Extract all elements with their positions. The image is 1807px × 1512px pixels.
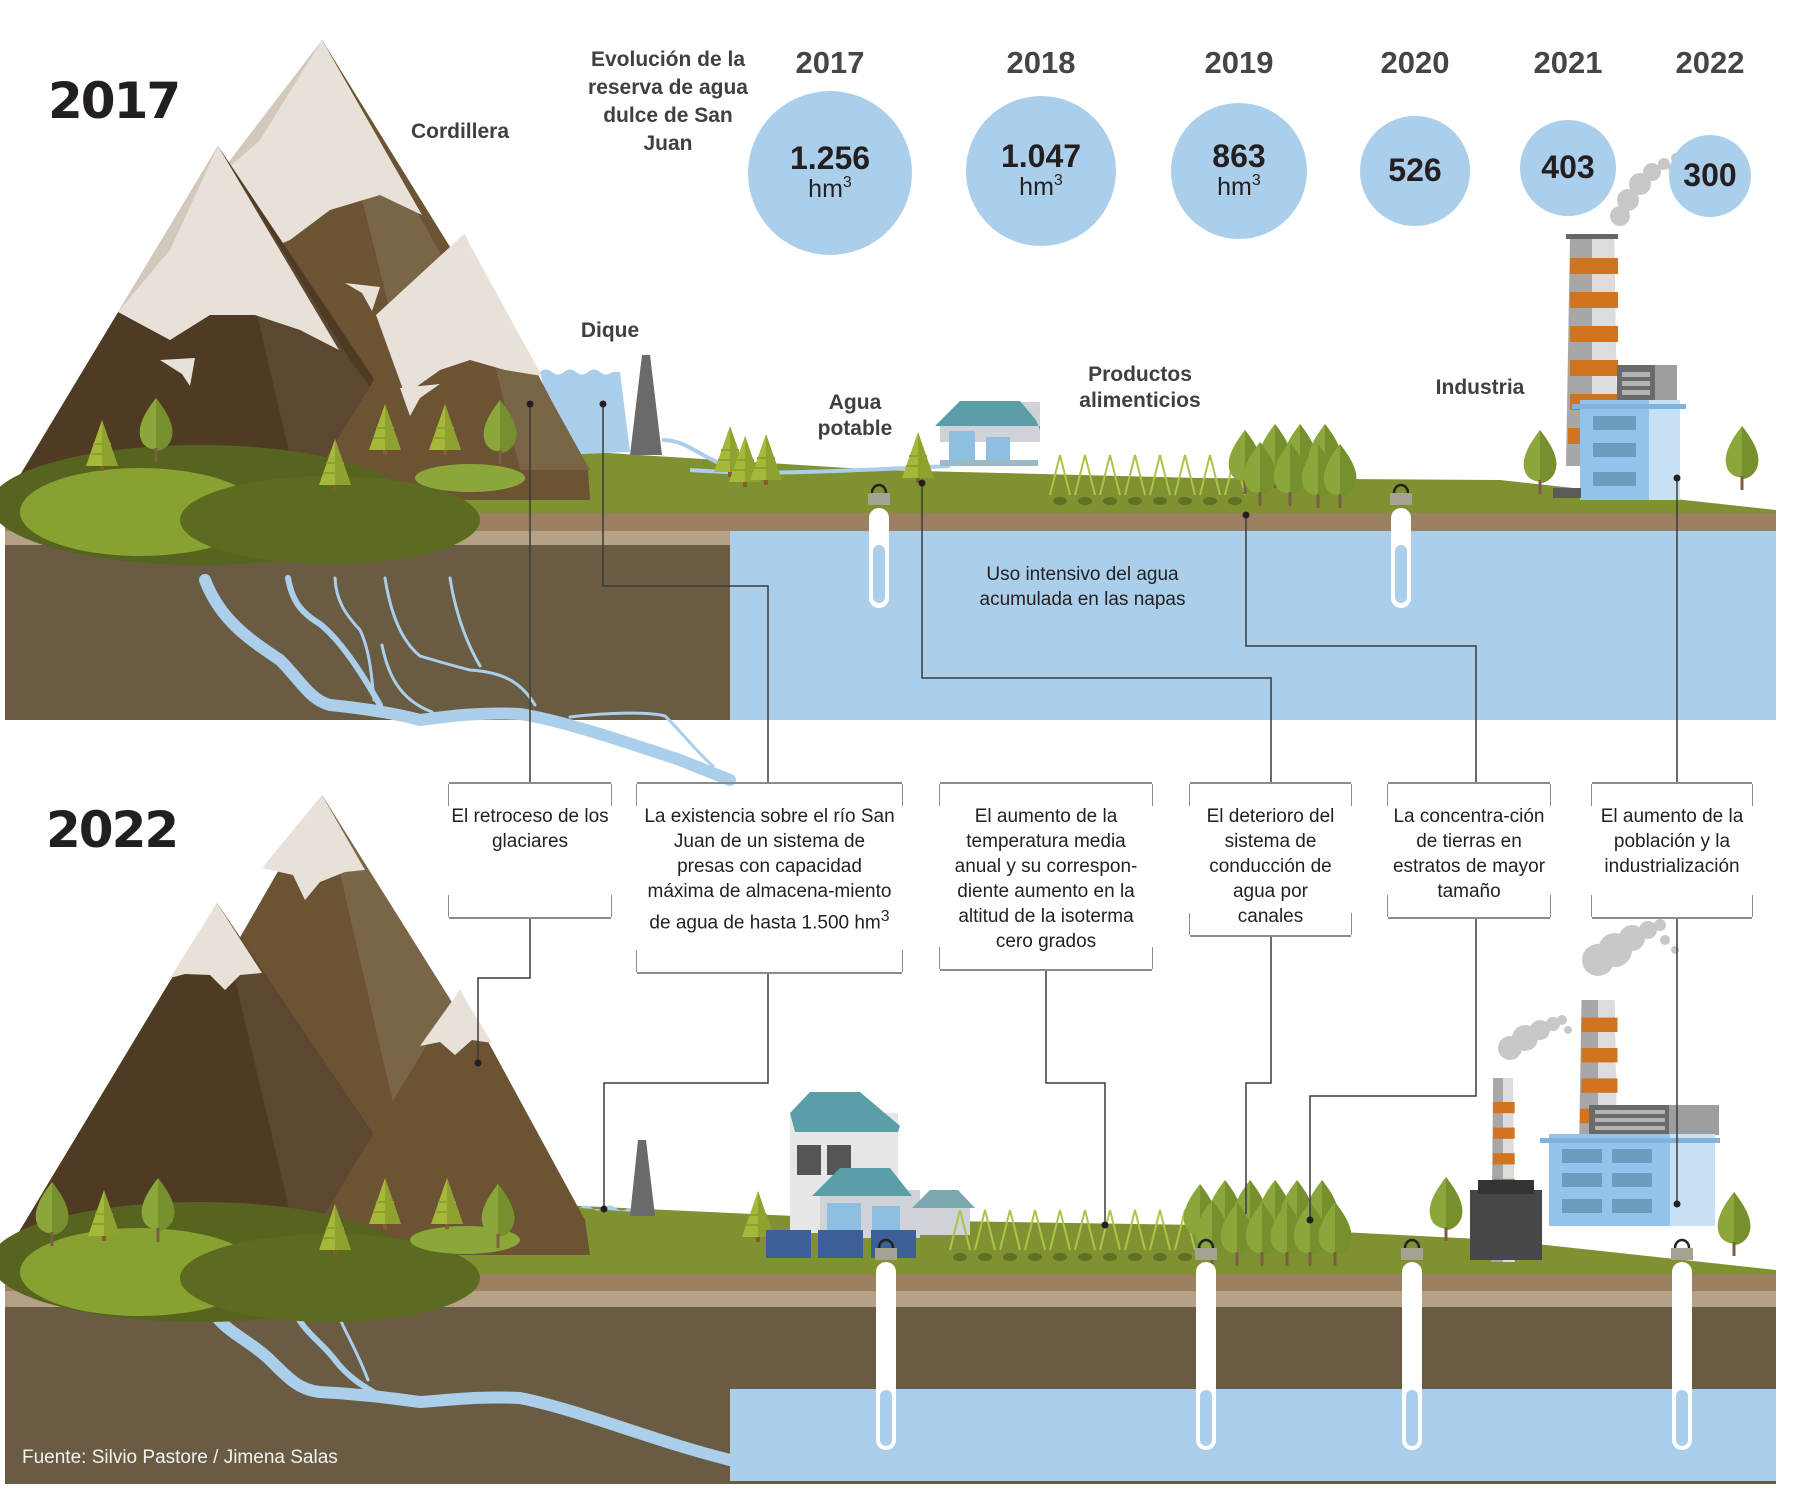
factory-2022 <box>1470 1000 1720 1262</box>
scene-2017 <box>0 40 1776 786</box>
cause-text-main: La existencia sobre el río San Juan de u… <box>644 806 895 934</box>
label-napas: Uso intensivo del agua acumulada en las … <box>979 564 1186 610</box>
mountains-2017 <box>5 40 590 500</box>
reserve-value: 526 <box>1388 152 1442 189</box>
mountains-2022 <box>5 795 590 1255</box>
reserve-value: 1.047 <box>1000 138 1082 175</box>
cause-box-temperature: El aumento de la temperatura media anual… <box>939 782 1153 971</box>
reserve-bubble-2021: 403 <box>1520 120 1616 216</box>
cause-text: El retroceso de los glaciares <box>451 806 609 852</box>
unit-exponent: 3 <box>842 174 852 192</box>
cause-box-land: La concentra-ción de tierras en estratos… <box>1387 782 1551 919</box>
reserve-bubble-2022: 300 <box>1668 134 1752 218</box>
reserve-year-label: 2019 <box>1204 45 1274 80</box>
reserve-title: Evolución de la reserva de agua dulce de… <box>588 48 748 155</box>
house-2017 <box>935 401 1040 466</box>
label-cordillera: Cordillera <box>410 120 510 143</box>
soil-dark <box>5 544 730 720</box>
cause-text: La concentra-ción de tierras en estratos… <box>1392 806 1546 902</box>
label-industria: Industria <box>1435 376 1525 399</box>
unit-base: hm <box>1217 173 1252 202</box>
reserve-year-label: 2018 <box>1006 45 1076 80</box>
smoke-2017 <box>1610 153 1681 226</box>
unit-base: hm <box>1019 173 1054 202</box>
well-2022-b <box>1193 1238 1219 1450</box>
label-dique: Dique <box>580 319 640 342</box>
reserve-year-label: 2017 <box>795 45 865 80</box>
cause-box-population: El aumento de la población y la industri… <box>1591 782 1753 919</box>
crops-2017 <box>1053 497 1242 505</box>
cause-text-sup: 3 <box>880 908 890 925</box>
reserve-unit: hm3 <box>808 174 852 204</box>
aquifer-water <box>730 531 1776 720</box>
factory-2017 <box>1553 234 1686 500</box>
source-footer: Fuente: Silvio Pastore / Jimena Salas <box>22 1447 338 1468</box>
reserve-value: 300 <box>1683 157 1737 194</box>
crops-2022 <box>953 1253 1192 1261</box>
reserve-value: 863 <box>1212 138 1266 175</box>
well-2017-a <box>866 483 892 608</box>
scene-2022 <box>0 795 1776 1484</box>
cause-text: El aumento de la población y la industri… <box>1600 806 1744 877</box>
cause-text: El aumento de la temperatura media anual… <box>954 806 1138 952</box>
connector-lines <box>477 404 1678 1225</box>
reserve-bubble-2020: 526 <box>1360 116 1470 226</box>
reserve-year-label: 2021 <box>1533 45 1603 80</box>
well-2022-d <box>1669 1238 1695 1450</box>
cause-text: El deterioro del sistema de conducción d… <box>1206 806 1335 927</box>
smoke-2022 <box>1498 919 1679 1060</box>
year-title-2022: 2022 <box>46 801 179 859</box>
well-2022-c <box>1399 1238 1425 1450</box>
underground-streams <box>199 574 736 786</box>
label-productos: Productos alimenticios <box>1079 363 1201 412</box>
cause-box-canals: El deterioro del sistema de conducción d… <box>1189 782 1352 937</box>
houses-2022 <box>766 1092 975 1258</box>
reserve-year-label: 2022 <box>1675 45 1745 80</box>
reserve-unit: hm3 <box>1217 172 1261 202</box>
unit-base: hm <box>808 175 843 204</box>
unit-exponent: 3 <box>1251 172 1261 190</box>
reserve-value: 1.256 <box>789 140 871 177</box>
cause-box-glaciers: El retroceso de los glaciares <box>448 782 612 919</box>
year-title-2017: 2017 <box>48 72 181 130</box>
reserve-year-label: 2020 <box>1380 45 1450 80</box>
reserve-value: 403 <box>1541 149 1595 186</box>
reserve-unit: hm3 <box>1019 172 1063 202</box>
dam <box>630 355 662 455</box>
aquifer-water-2022 <box>730 1389 1776 1481</box>
cause-text: La existencia sobre el río San Juan de u… <box>637 804 902 935</box>
well-2022-a <box>873 1238 899 1450</box>
cause-box-dams: La existencia sobre el río San Juan de u… <box>636 782 903 974</box>
unit-exponent: 3 <box>1053 172 1063 190</box>
connector-dots <box>474 400 1681 1229</box>
label-agua-potable: Agua potable <box>817 391 893 440</box>
well-2017-b <box>1388 483 1414 608</box>
